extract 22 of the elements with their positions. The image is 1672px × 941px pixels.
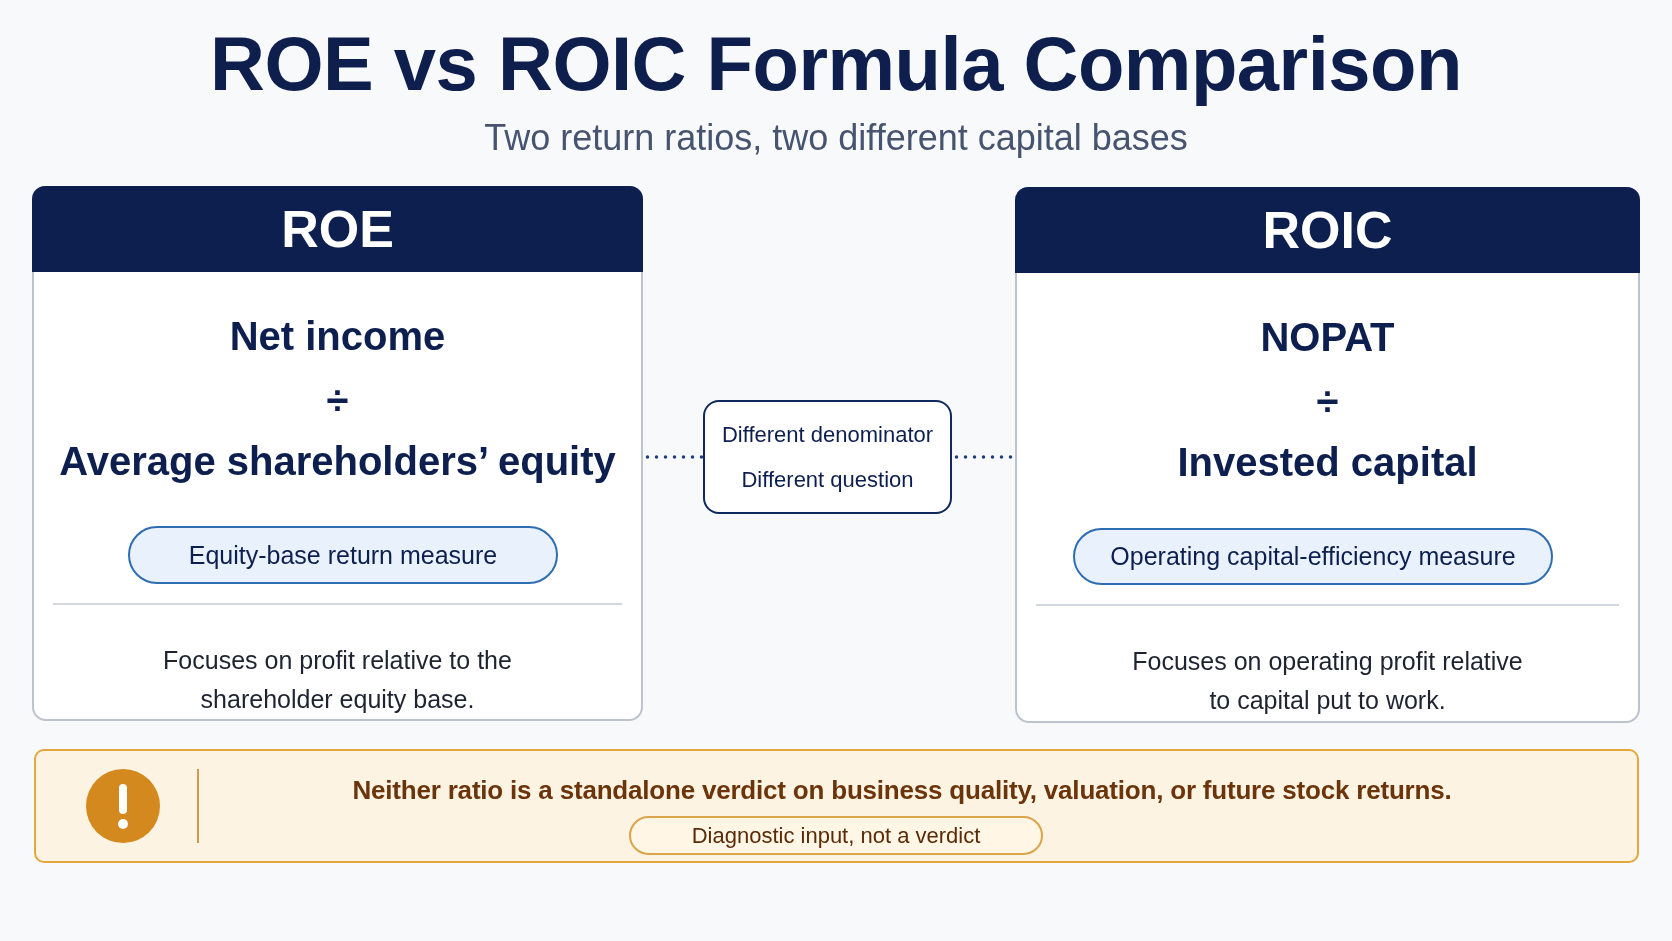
warning-text: Neither ratio is a standalone verdict on business quality, valuation, or future stock returns. — [352, 774, 1452, 807]
note-text: Different question — [741, 466, 914, 494]
measure-tag: Operating capital-efficiency measure — [1073, 528, 1553, 585]
note-text: Different denominator — [721, 421, 934, 449]
formula-card — [1015, 187, 1640, 723]
formula-denominator: Average shareholders’ equity — [59, 438, 616, 485]
formula-numerator: Net income — [229, 313, 446, 360]
description-text: Focuses on profit relative to the shareholder equity base. — [162, 644, 513, 715]
warning-banner — [34, 749, 1639, 863]
description-text: Focuses on operating profit relative to capital put to work. — [1131, 645, 1524, 716]
card-title: ROE — [281, 199, 394, 259]
division-sign: ÷ — [326, 377, 349, 424]
subtitle: Two return ratios, two different capital bases — [484, 116, 1188, 160]
note-box — [703, 400, 952, 514]
formula-numerator: NOPAT — [1260, 314, 1395, 361]
division-sign: ÷ — [1316, 378, 1339, 425]
verdict-tag: Diagnostic input, not a verdict — [629, 816, 1043, 855]
measure-tag: Equity-base return measure — [128, 526, 558, 584]
title: ROE vs ROIC Formula Comparison — [210, 20, 1462, 108]
formula-denominator: Invested capital — [1177, 439, 1478, 486]
formula-card — [32, 186, 643, 721]
card-title: ROIC — [1262, 200, 1393, 260]
